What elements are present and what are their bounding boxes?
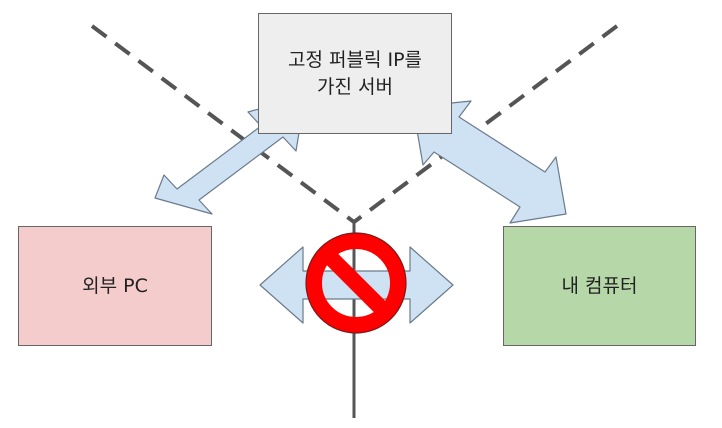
my-computer-box: 내 컴퓨터 <box>503 226 696 346</box>
server-box: 고정 퍼블릭 IP를 가진 서버 <box>258 13 452 134</box>
dashed-line-left <box>90 24 356 224</box>
external-pc-label: 외부 PC <box>82 274 148 297</box>
server-label: 고정 퍼블릭 IP를 가진 서버 <box>287 48 423 98</box>
my-computer-label: 내 컴퓨터 <box>561 274 638 297</box>
external-pc-box: 외부 PC <box>18 226 212 346</box>
dashed-line-right <box>352 24 619 224</box>
prohibition-icon <box>305 232 407 334</box>
